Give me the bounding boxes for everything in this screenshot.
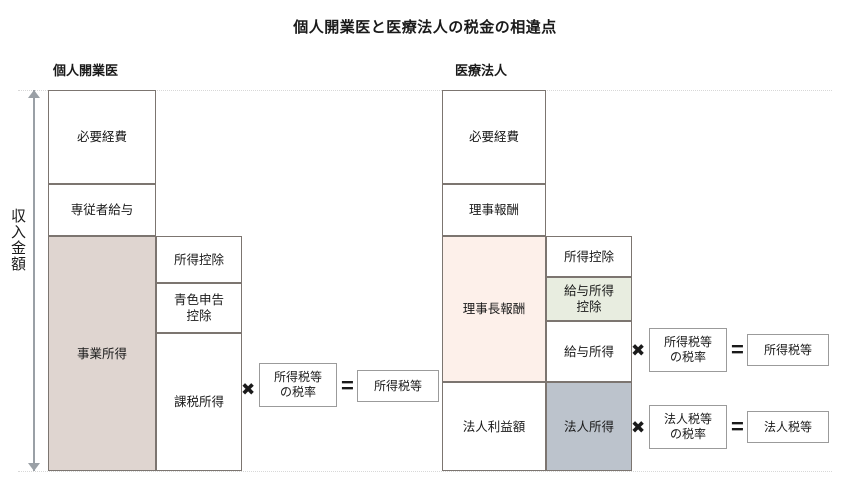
box-sole-business-income: 事業所得 xyxy=(48,236,156,471)
formula-result-corp-income-tax: 所得税等 xyxy=(747,334,829,366)
equals-icon-sole xyxy=(341,375,354,397)
box-corp-necessary-expenses: 必要経費 xyxy=(442,90,546,184)
box-sole-income-deduction: 所得控除 xyxy=(156,236,242,283)
axis-arrow-up-icon xyxy=(28,90,40,98)
box-corp-chairman-remuneration: 理事長報酬 xyxy=(442,236,546,382)
box-sole-family-employee-salary: 専従者給与 xyxy=(48,184,156,236)
page-title: 個人開業医と医療法人の税金の相違点 xyxy=(293,19,557,36)
box-corp-salary-income-deduction: 給与所得 控除 xyxy=(546,277,632,321)
formula-result-corp-corporate-tax: 法人税等 xyxy=(747,411,829,443)
equals-icon-corp-salary xyxy=(731,339,744,361)
box-corp-income-deduction: 所得控除 xyxy=(546,236,632,277)
multiply-icon-corp-corporate xyxy=(631,419,645,436)
box-sole-blue-return-deduction: 青色申告 控除 xyxy=(156,283,242,333)
income-axis-label: 収入金額 xyxy=(9,205,26,275)
multiply-icon-sole xyxy=(241,381,255,398)
guide-line-top xyxy=(18,90,832,91)
box-sole-necessary-expenses: 必要経費 xyxy=(48,90,156,184)
box-corp-salary-income: 給与所得 xyxy=(546,321,632,382)
formula-rate-corp-corporate-tax: 法人税等 の税率 xyxy=(649,405,727,449)
box-corp-corporate-income: 法人所得 xyxy=(546,382,632,471)
box-corp-profit-amount: 法人利益額 xyxy=(442,382,546,471)
formula-rate-corp-income-tax: 所得税等 の税率 xyxy=(649,328,727,372)
formula-rate-sole-income-tax: 所得税等 の税率 xyxy=(259,363,337,407)
box-corp-director-remuneration: 理事報酬 xyxy=(442,184,546,236)
income-axis-line xyxy=(33,90,35,471)
guide-line-bottom xyxy=(18,471,832,472)
axis-arrow-down-icon xyxy=(28,463,40,471)
multiply-icon-corp-salary xyxy=(631,342,645,359)
box-sole-taxable-income: 課税所得 xyxy=(156,333,242,471)
column-heading-sole-practitioner: 個人開業医 xyxy=(53,63,119,78)
formula-result-sole-income-tax: 所得税等 xyxy=(357,370,439,402)
column-heading-medical-corporation: 医療法人 xyxy=(455,63,508,78)
equals-icon-corp-corporate xyxy=(731,416,744,438)
